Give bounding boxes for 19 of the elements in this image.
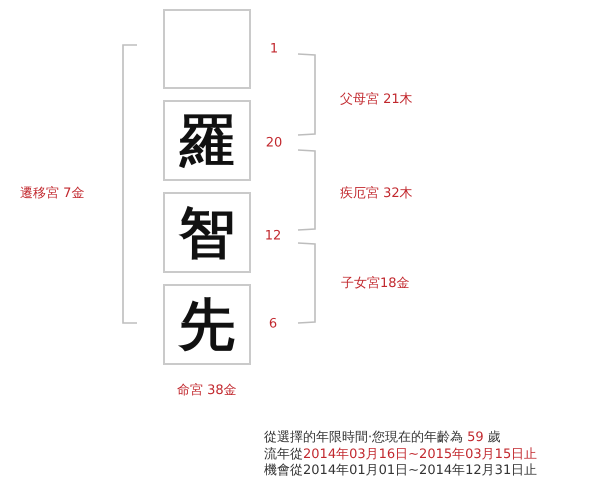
highlighted-text: 59: [467, 430, 484, 445]
highlighted-text: 2014年03月16日~2015年03月15日止: [303, 447, 538, 462]
palace-label: 父母宮 21木: [340, 92, 413, 107]
number-label: 1: [270, 42, 278, 56]
number-label: 20: [266, 136, 282, 150]
character-box: 智: [163, 192, 251, 273]
character-box: 先: [163, 284, 251, 365]
note-text: 從選擇的年限時間·您現在的年齡為: [264, 430, 464, 445]
note-text: 機會從2014年01月01日~2014年12月31日止: [264, 463, 538, 478]
palace-label: 命宮 38金: [177, 383, 237, 398]
palace-label: 遷移宮 7金: [20, 186, 84, 201]
note-text: 流年從: [264, 447, 303, 462]
number-label: 6: [268, 316, 278, 332]
empty-box: [163, 9, 251, 89]
note-text: 歲: [488, 430, 501, 445]
character-box: 羅: [163, 100, 251, 181]
palace-label: 子女宮18金: [341, 276, 410, 291]
number-label: 12: [264, 228, 282, 244]
palace-label: 疾厄宮 32木: [340, 186, 413, 201]
